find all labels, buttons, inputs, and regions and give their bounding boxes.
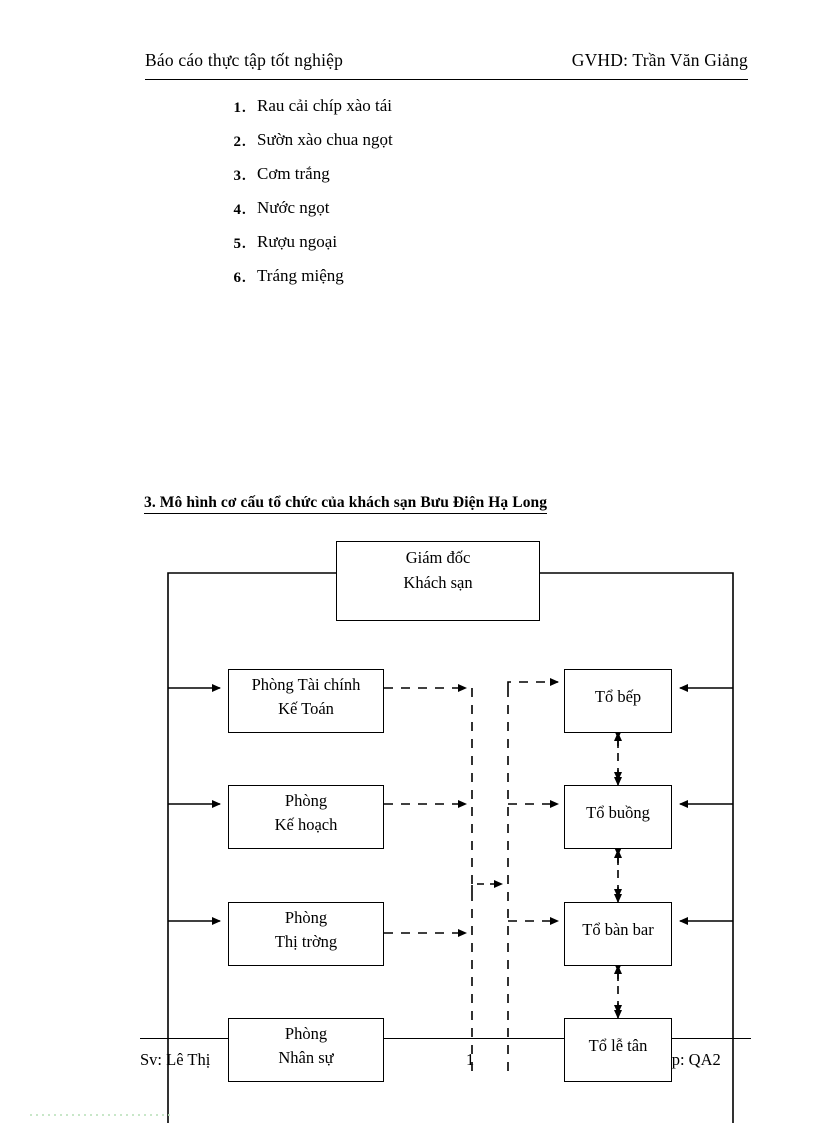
list-item-label: Nước ngọt (257, 198, 330, 217)
list-item-number: 6 (233, 270, 242, 286)
list-item-dot: . (242, 270, 246, 286)
list-item: 4 . Nước ngọt (215, 198, 635, 232)
org-node-director: Giám đốc Khách sạn (336, 541, 540, 621)
org-node-label-line1: Tổ lễ tân (588, 1036, 648, 1055)
list-item: 5 . Rượu ngoại (215, 232, 635, 266)
org-node-department-finance: Phòng Tài chính Kế Toán (228, 669, 384, 733)
org-node-label-line2: Kế Toán (278, 699, 334, 718)
list-item-label: Rượu ngoại (257, 232, 338, 251)
footer-student-name: Sv: Lê Thị (140, 1050, 211, 1069)
footer-class: ớp: QA2 (663, 1050, 721, 1069)
org-node-team-reception: Tổ lễ tân (564, 1018, 672, 1082)
org-node-director-line1: Giám đốc (405, 548, 471, 567)
list-item-number: 3 (233, 168, 242, 184)
list-item-label: Cơm trắng (257, 164, 330, 183)
list-item-dot: . (242, 168, 246, 184)
org-node-department-hr: Phòng Nhân sự (228, 1018, 384, 1082)
list-item-dot: . (242, 236, 246, 252)
footer-page-number: 1 (466, 1050, 475, 1069)
list-item: 3 . Cơm trắng (215, 164, 635, 198)
org-node-team-kitchen: Tổ bếp (564, 669, 672, 733)
header-left-title: Báo cáo thực tập tốt nghiệp (145, 50, 344, 70)
org-node-department-market: Phòng Thị trờng (228, 902, 384, 966)
org-node-label-line1: Tổ bàn bar (582, 920, 654, 939)
list-item: 1 . Rau cải chíp xào tái (215, 96, 635, 130)
org-node-director-line2: Khách sạn (403, 573, 473, 592)
org-node-label-line1: Phòng (284, 1024, 328, 1043)
org-node-label-line2: Kế hoạch (274, 815, 338, 834)
list-item-dot: . (242, 134, 246, 150)
list-item-dot: . (242, 202, 246, 218)
scan-artifact (30, 1114, 170, 1116)
org-node-team-housekeeping: Tổ buồng (564, 785, 672, 849)
org-node-label-line1: Phòng Tài chính (251, 675, 361, 694)
header-right-advisor: GVHD: Trần Văn Giảng (571, 50, 748, 70)
list-item-number: 2 (233, 134, 242, 150)
section-heading: 3. Mô hình cơ cấu tổ chức của khách sạn … (144, 494, 548, 514)
list-item-label: Rau cải chíp xào tái (257, 96, 393, 115)
list-item-dot: . (242, 100, 246, 116)
org-node-label-line2: Thị trờng (274, 932, 338, 951)
org-node-label-line1: Phòng (284, 908, 328, 927)
list-item-label: Sườn xào chua ngọt (257, 130, 393, 149)
list-item-number: 4 (233, 202, 242, 218)
header-divider (145, 79, 748, 80)
org-node-label-line2: Nhân sự (278, 1048, 334, 1067)
footer-divider (140, 1038, 751, 1039)
org-node-team-bar: Tổ bàn bar (564, 902, 672, 966)
list-item: 6 . Tráng miệng (215, 266, 635, 300)
org-node-label-line1: Tổ bếp (594, 687, 642, 706)
list-item-label: Tráng miệng (257, 266, 344, 285)
org-node-label-line1: Tổ buồng (586, 803, 650, 822)
list-item-number: 1 (233, 100, 242, 116)
org-node-department-planning: Phòng Kế hoạch (228, 785, 384, 849)
org-node-label-line1: Phòng (284, 791, 328, 810)
menu-list: 1 . Rau cải chíp xào tái 2 . Sườn xào ch… (215, 96, 635, 300)
list-item-number: 5 (233, 236, 242, 252)
page-header: Báo cáo thực tập tốt nghiệp GVHD: Trần V… (145, 50, 748, 80)
list-item: 2 . Sườn xào chua ngọt (215, 130, 635, 164)
